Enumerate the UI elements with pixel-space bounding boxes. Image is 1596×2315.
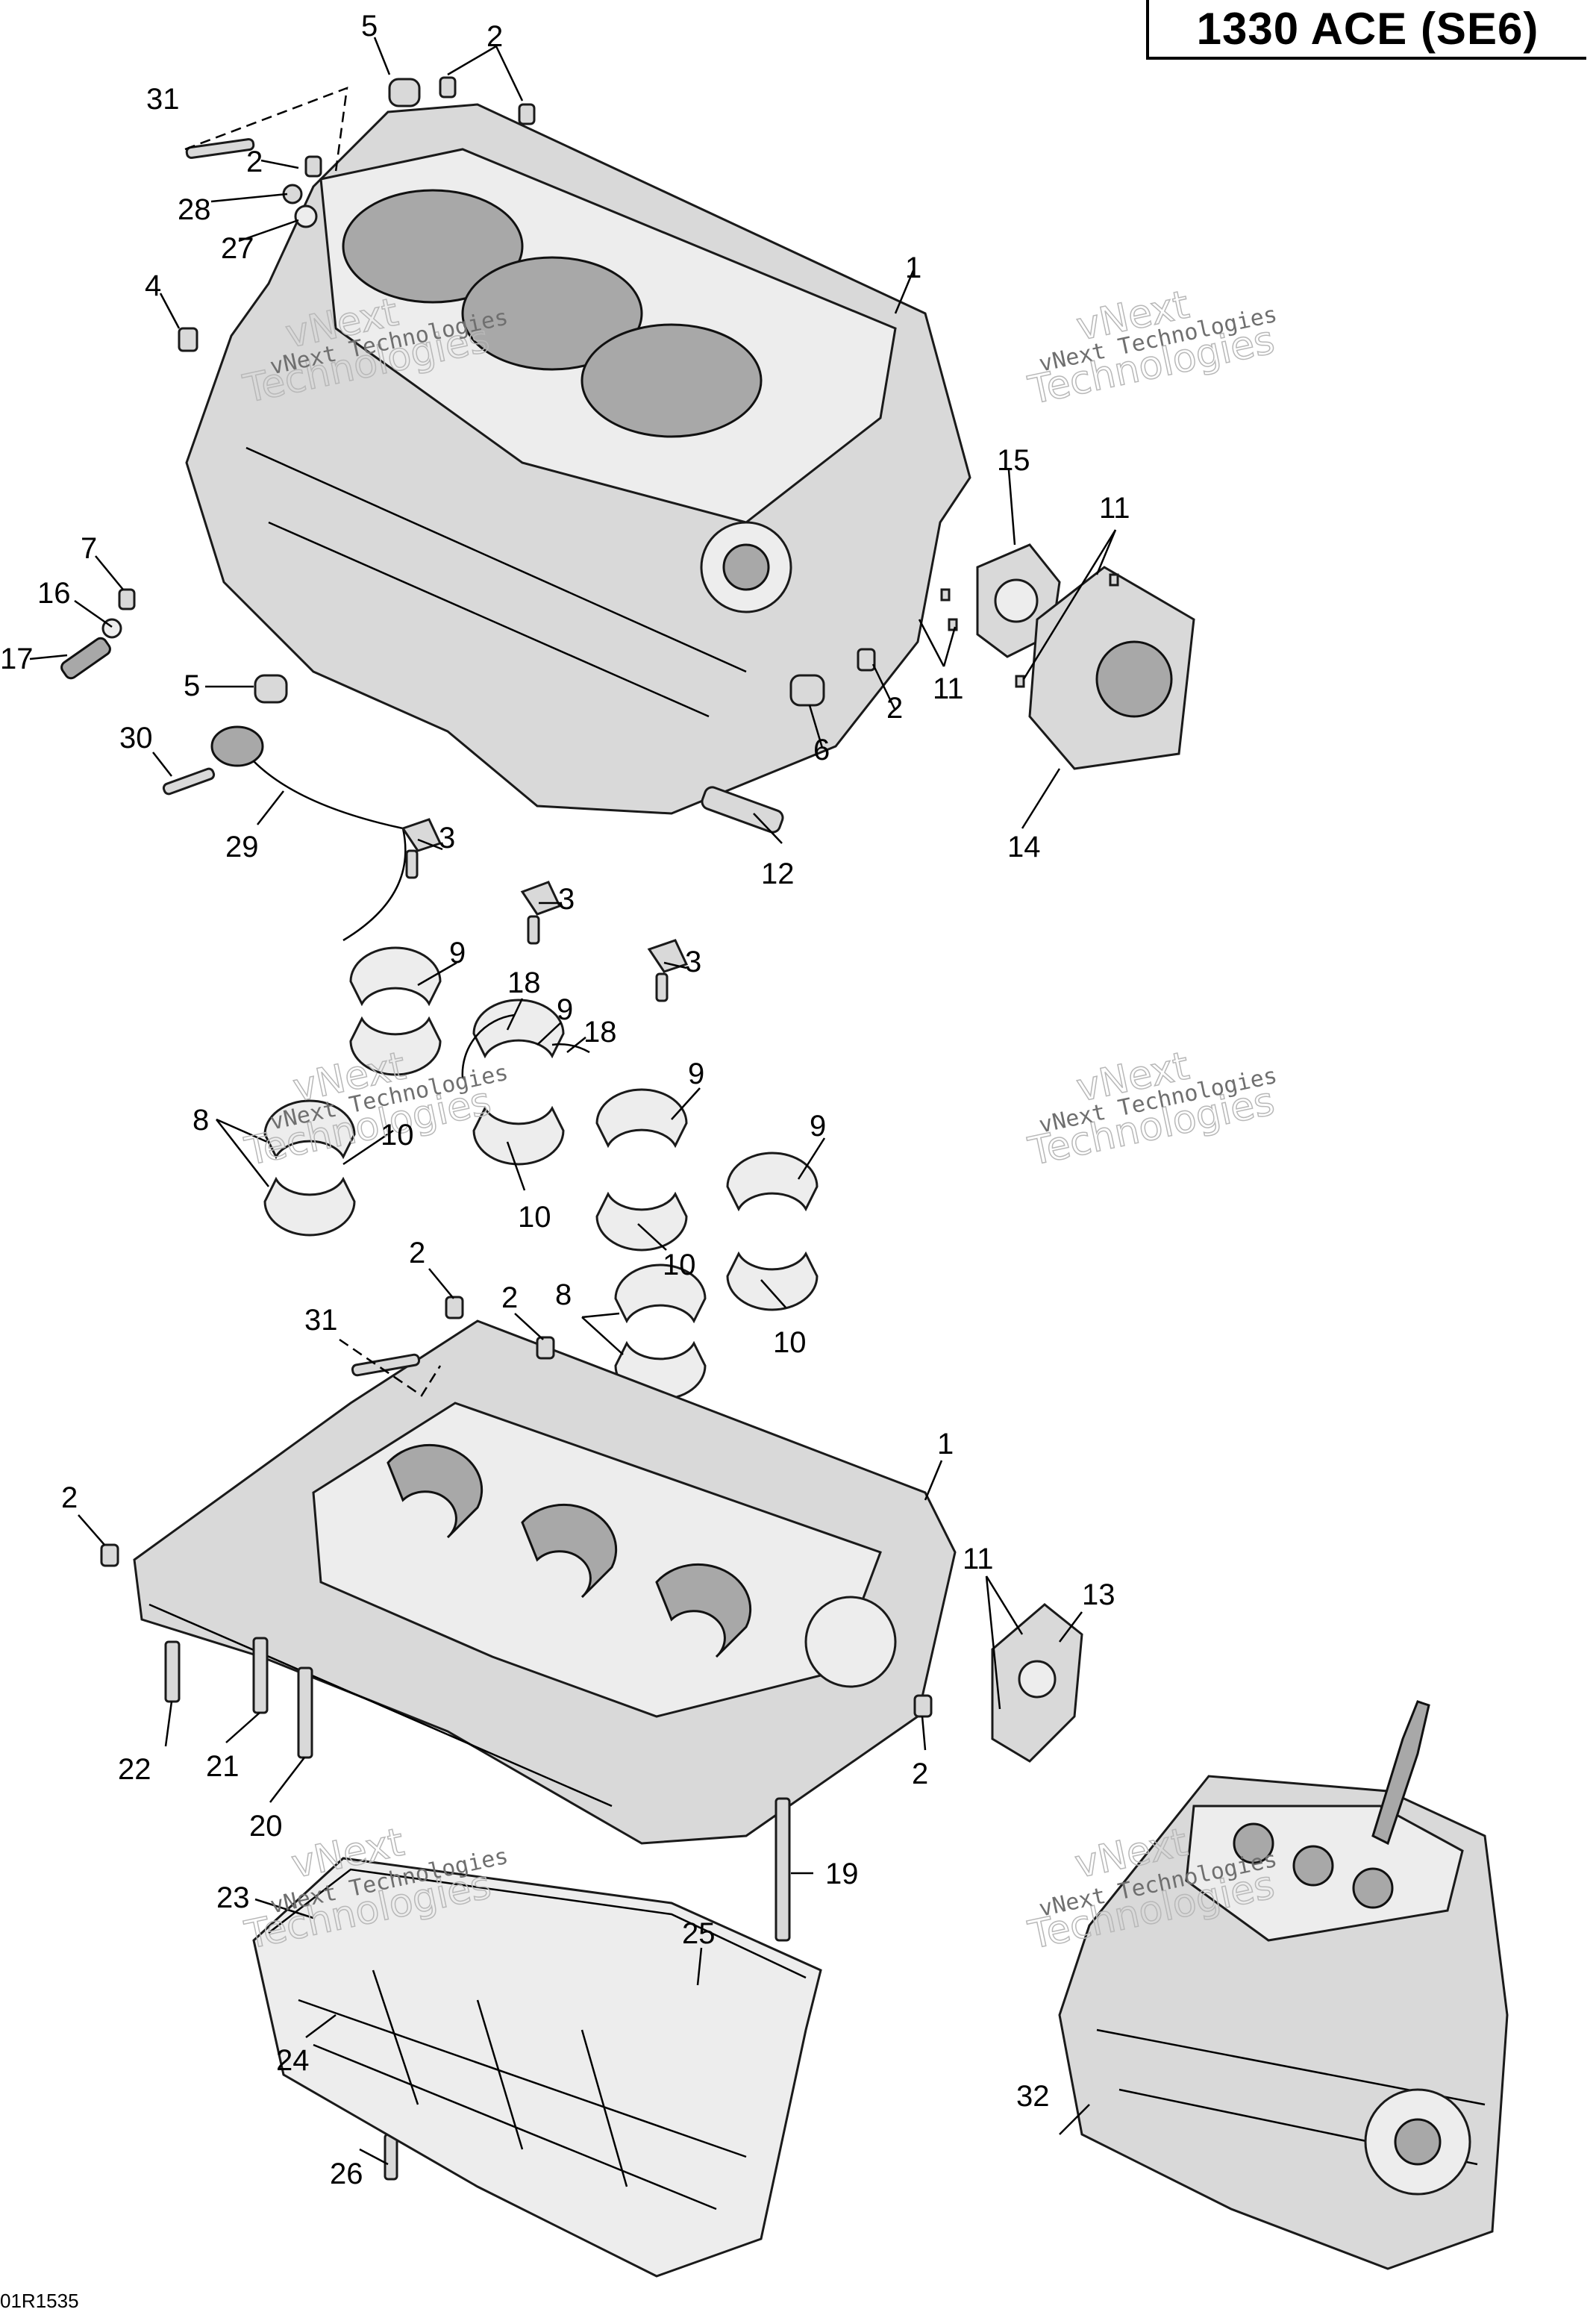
dowel-pin-icon: [178, 327, 198, 352]
plate-cover-icon: [940, 543, 1195, 770]
reference-code: 01R1535: [0, 2290, 79, 2312]
callout-5: 5: [184, 669, 200, 702]
dowel-pin-icon: [304, 155, 322, 178]
watermark-1: vNext Technologies vNext Technologies: [239, 290, 510, 413]
callout-3: 3: [558, 883, 575, 916]
dowel-pin-icon: [857, 648, 876, 672]
callout-1: 1: [905, 252, 921, 284]
callout-3: 3: [439, 822, 455, 855]
callout-17: 17: [0, 643, 34, 675]
dowel-pin-icon: [100, 1543, 119, 1567]
callout-11: 11: [933, 672, 964, 705]
callout-18: 18: [583, 1016, 617, 1049]
callout-10: 10: [663, 1249, 696, 1281]
callout-19: 19: [825, 1858, 859, 1890]
callout-10: 10: [773, 1326, 807, 1359]
callout-22: 22: [118, 1753, 151, 1786]
callout-16: 16: [37, 577, 71, 610]
watermark-2: vNext Technologies vNext Technologies: [1024, 282, 1279, 414]
callout-27: 27: [221, 232, 254, 265]
o-ring-icon: [294, 204, 318, 228]
shaft-icon: [701, 786, 784, 834]
callout-8: 8: [555, 1278, 572, 1311]
callout-15: 15: [997, 444, 1030, 477]
oil-pan-icon: [252, 1857, 822, 2278]
callout-31: 31: [146, 83, 180, 116]
callout-9: 9: [449, 937, 466, 969]
callout-2: 2: [886, 692, 903, 725]
callout-labels: 5 2 31 2 28 27 4 1 15 11 11 7 16 17 5 2 …: [0, 10, 1130, 2190]
callout-10: 10: [381, 1119, 414, 1152]
callout-9: 9: [557, 993, 573, 1026]
callout-28: 28: [178, 193, 211, 226]
callout-20: 20: [249, 1810, 283, 1843]
callout-2: 2: [409, 1237, 425, 1269]
dowel-pin-icon: [948, 618, 958, 631]
dowel-pin-icon: [518, 103, 536, 125]
callout-2: 2: [61, 1481, 78, 1514]
callout-11: 11: [1099, 492, 1130, 525]
dowel-pin-icon: [445, 1296, 464, 1319]
callout-11: 11: [963, 1543, 994, 1575]
diagram-title: 1330 ACE (SE6): [1146, 0, 1586, 60]
cover-plate-icon: [991, 1603, 1083, 1763]
bushing-icon: [789, 674, 825, 707]
callout-7: 7: [81, 532, 97, 565]
callout-32: 32: [1016, 2080, 1050, 2113]
bolt-icon: [162, 767, 216, 796]
bolts-icon: [164, 1637, 791, 2181]
plug-icon: [118, 588, 136, 610]
callout-2: 2: [246, 146, 263, 178]
dowel-pin-icon: [439, 76, 457, 99]
knock-sensor-icon: [162, 725, 407, 942]
callout-2: 2: [486, 20, 503, 53]
callout-12: 12: [761, 857, 795, 890]
callout-13: 13: [1082, 1578, 1115, 1611]
watermark-6: vNext Technologies vNext Technologies: [1024, 1819, 1279, 1959]
dowel-pin-icon: [913, 1694, 933, 1718]
callout-31: 31: [304, 1304, 338, 1337]
callout-5: 5: [361, 10, 378, 43]
bracket-clip-icon: [401, 818, 689, 1002]
leader-lines: [29, 37, 1117, 2166]
watermark-4: vNext Technologies vNext Technologies: [1024, 1043, 1279, 1175]
crankcase-upper-icon: [185, 103, 971, 815]
upper-small-parts: [60, 76, 876, 834]
callout-24: 24: [276, 2044, 310, 2077]
callout-21: 21: [206, 1750, 240, 1783]
callout-8: 8: [193, 1104, 209, 1137]
callout-30: 30: [119, 722, 153, 755]
callout-2: 2: [501, 1281, 518, 1314]
dowel-pin-icon: [1109, 573, 1119, 587]
callout-6: 6: [813, 734, 830, 766]
sensor-plug-icon: [60, 637, 111, 680]
main-bearing-shells-icon: [263, 946, 819, 1401]
dowel-pin-icon: [536, 1336, 555, 1360]
callout-25: 25: [682, 1917, 716, 1950]
bolt-icon: [185, 138, 255, 159]
callout-18: 18: [507, 966, 541, 999]
callout-26: 26: [330, 2158, 363, 2190]
dowel-sleeve-icon: [388, 78, 421, 107]
crankcase-lower-icon: [100, 1296, 957, 1845]
callout-1: 1: [937, 1428, 954, 1460]
callout-3: 3: [685, 946, 701, 978]
dowel-pin-icon: [1015, 675, 1025, 688]
bolt-icon: [351, 1353, 421, 1377]
callout-2: 2: [912, 1758, 928, 1790]
dowel-pin-icon: [940, 588, 951, 602]
callout-10: 10: [518, 1201, 551, 1234]
callout-9: 9: [810, 1110, 826, 1143]
callout-4: 4: [145, 269, 161, 302]
callout-23: 23: [216, 1881, 250, 1914]
callout-29: 29: [225, 831, 259, 863]
callout-9: 9: [688, 1057, 704, 1090]
engine-assembly-icon: [1058, 1700, 1509, 2270]
callout-14: 14: [1007, 831, 1041, 863]
dowel-sleeve-icon: [254, 674, 288, 704]
